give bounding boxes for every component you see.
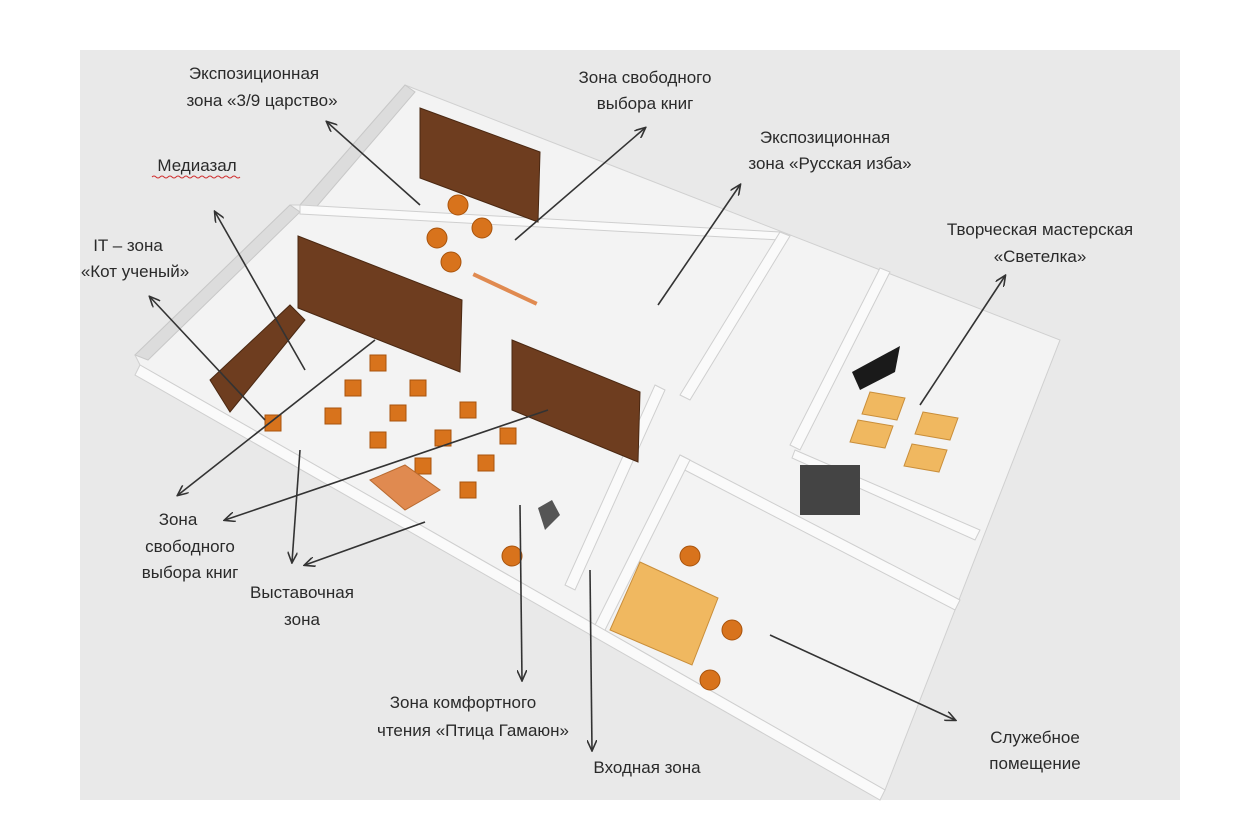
arrow-workshop	[919, 276, 1005, 406]
label-expo-izba: Экспозиционная	[760, 128, 890, 147]
label-free-choice-top: Зона свободного	[579, 68, 712, 87]
chair	[501, 545, 523, 567]
arrow-free-choice-top	[514, 128, 645, 241]
armchair	[538, 500, 560, 530]
chairs-mediazal	[264, 354, 517, 499]
label-exhibition: зона	[284, 610, 320, 629]
reading-table	[609, 561, 719, 666]
label-exhibition: Выставочная	[250, 583, 354, 602]
building	[134, 84, 1061, 801]
arrows	[150, 122, 1005, 750]
arrow-free-choice-1	[178, 339, 376, 495]
arrow-service	[769, 634, 955, 720]
board	[852, 346, 900, 390]
stove	[800, 465, 860, 515]
chair	[679, 545, 701, 567]
label-workshop: Творческая мастерская	[947, 220, 1133, 239]
label-mediazal: Медиазал	[157, 156, 236, 175]
arrow-expo-39	[327, 122, 421, 206]
chair	[721, 619, 743, 641]
arrow-mediazal	[215, 212, 306, 371]
stool	[447, 194, 469, 216]
arrow-exhibition-1	[292, 449, 301, 562]
label-service: помещение	[989, 754, 1080, 773]
label-expo-39: зона «3/9 царство»	[186, 91, 337, 110]
bookshelf	[419, 107, 541, 223]
label-it-zone: IT – зона	[93, 236, 163, 255]
stool	[440, 251, 462, 273]
front-wall	[134, 364, 886, 801]
stool	[471, 217, 493, 239]
arrow-entrance	[590, 569, 592, 750]
chair	[699, 669, 721, 691]
arrow-exhibition-2	[305, 521, 426, 565]
label-free-choice-bottom: свободного	[145, 537, 235, 556]
label-service: Служебное	[990, 728, 1080, 747]
partition-workshop-left	[789, 267, 891, 451]
label-workshop: «Светелка»	[994, 247, 1087, 266]
partition-reading-room	[564, 384, 666, 591]
label-free-choice-top: выбора книг	[597, 94, 694, 113]
label-entrance: Входная зона	[593, 758, 701, 777]
label-it-zone: «Кот ученый»	[81, 262, 189, 281]
workshop-tables	[849, 391, 959, 473]
label-free-choice-bottom: выбора книг	[142, 563, 239, 582]
arrow-comfort-reading	[520, 504, 522, 680]
bookshelf	[297, 235, 463, 373]
spellcheck-underline	[151, 175, 241, 179]
partition-right-rooms	[679, 231, 791, 401]
bench	[472, 272, 538, 306]
labels: Экспозиционная зона «3/9 царство» Зона с…	[81, 64, 1133, 777]
arrow-it-zone	[150, 297, 266, 421]
label-comfort-reading: Зона комфортного	[390, 693, 537, 712]
stool	[426, 227, 448, 249]
exhibition-table	[369, 464, 441, 511]
cabinet	[209, 304, 306, 413]
arrow-expo-izba	[657, 185, 740, 306]
bookshelf	[511, 339, 641, 463]
arrow-free-choice-2	[225, 409, 549, 520]
label-comfort-reading: чтения «Птица Гамаюн»	[377, 721, 569, 740]
label-expo-39: Экспозиционная	[189, 64, 319, 83]
label-free-choice-bottom: Зона	[159, 510, 198, 529]
label-expo-izba: зона «Русская изба»	[748, 154, 911, 173]
